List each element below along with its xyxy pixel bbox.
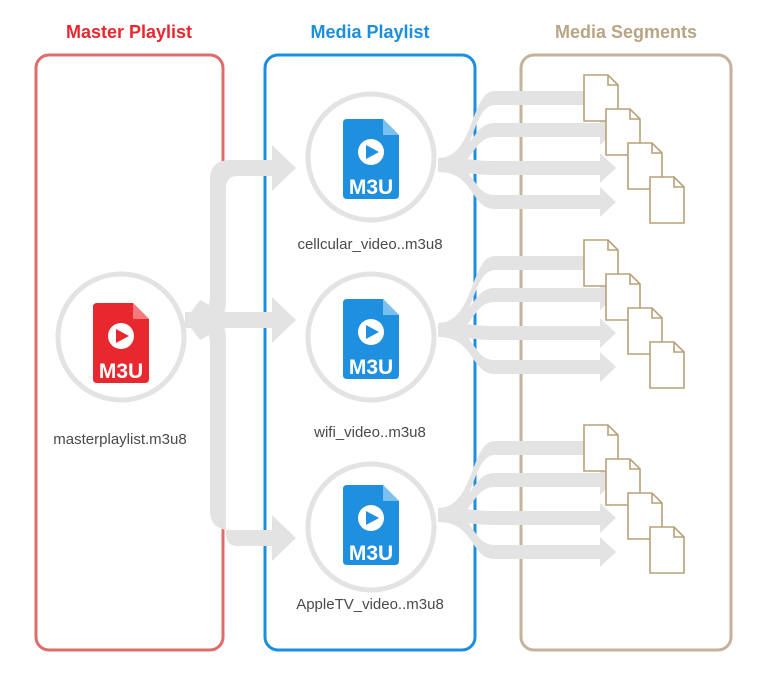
media-playlist-title: Media Playlist [310, 22, 430, 42]
media-segments-box [519, 53, 733, 652]
m3u-badge-cellular: M3U [349, 176, 393, 199]
m3u-file-icon: M3U [343, 485, 399, 565]
media-file-label-appletv: AppleTV_video..m3u8 [296, 596, 444, 613]
flow-arrow [438, 248, 616, 337]
media-segments-title: Media Segments [554, 22, 698, 42]
document-icon [649, 176, 685, 224]
flow-arrow [438, 465, 616, 522]
master-playlist-title: Master Playlist [65, 22, 193, 42]
m3u-file-icon: M3U [343, 119, 399, 199]
flow-arrow [438, 115, 616, 172]
media-to-segments-flow [438, 83, 616, 567]
media-file-label-cellular: cellcular_video..m3u8 [297, 236, 443, 253]
flow-arrow [438, 323, 616, 382]
master-to-media-flow [185, 145, 296, 561]
m3u-badge-wifi: M3U [349, 356, 393, 379]
flow-arrow [438, 503, 616, 533]
document-icon [649, 526, 685, 574]
master-file-label: masterplaylist.m3u8 [53, 431, 187, 448]
flow-arrow [438, 153, 616, 183]
m3u-badge-appletv: M3U [349, 542, 393, 565]
media-file-label-wifi: wifi_video..m3u8 [314, 424, 426, 441]
segment-documents [583, 74, 685, 574]
flow-arrow [438, 318, 616, 348]
flow-arrow [438, 508, 616, 567]
flow-arrow [438, 158, 616, 217]
m3u-file-icon: M3U [343, 299, 399, 379]
flow-arrow [438, 83, 616, 172]
m3u-file-icon: M3U [93, 303, 149, 383]
flow-arrow [438, 280, 616, 337]
document-icon [649, 341, 685, 389]
flow-arrow [438, 433, 616, 522]
m3u-badge-master: M3U [99, 360, 143, 383]
